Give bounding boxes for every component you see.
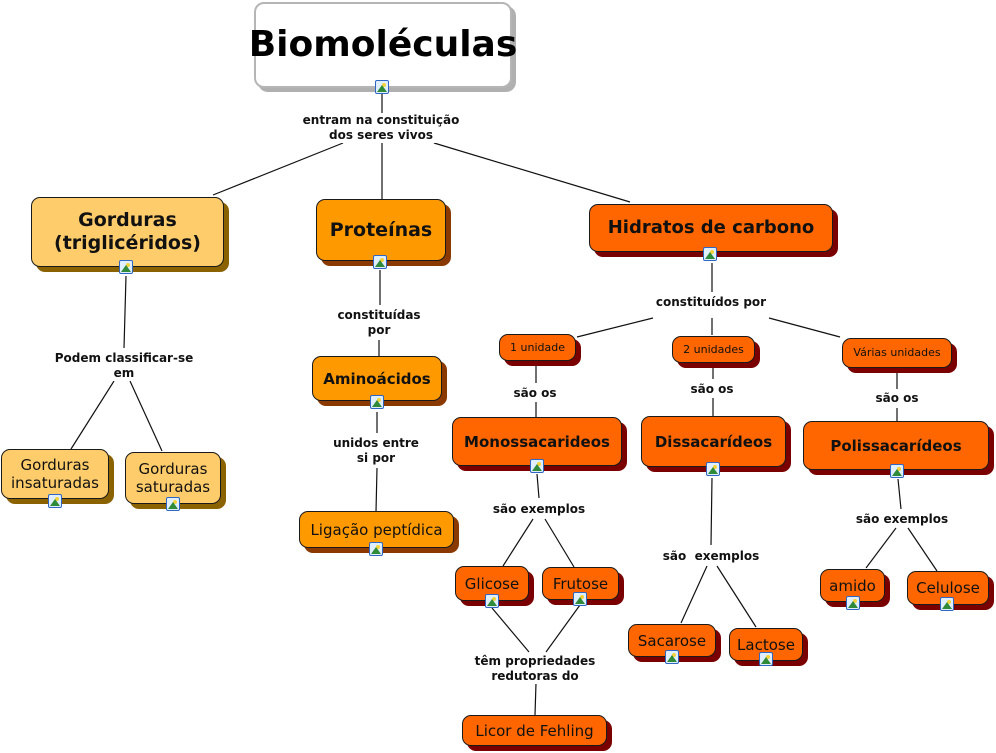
link-label-hidratos: constituídos por <box>653 295 769 310</box>
image-resource-icon[interactable] <box>759 652 773 666</box>
node-hidratos-de-carbono[interactable]: Hidratos de carbono <box>589 204 833 252</box>
connector <box>123 275 127 349</box>
image-resource-icon[interactable] <box>375 80 389 94</box>
connector <box>768 317 841 338</box>
connector <box>710 477 713 546</box>
node-monossacarideos[interactable]: Monossacarideos <box>452 417 622 466</box>
connector <box>70 380 115 450</box>
link-label-aminoacidos: unidos entre si por <box>331 436 421 466</box>
connector <box>375 467 378 513</box>
node-label: Ligação peptídica <box>310 520 443 539</box>
connector <box>502 518 534 567</box>
node-label: Hidratos de carbono <box>607 217 815 239</box>
node-licor-de-fehling[interactable]: Licor de Fehling <box>462 715 607 746</box>
node-label: Licor de Fehling <box>475 721 594 740</box>
link-label-monossacarideos: são exemplos <box>490 502 588 517</box>
image-resource-icon[interactable] <box>940 597 954 611</box>
connector <box>897 478 902 510</box>
image-resource-icon[interactable] <box>573 592 587 606</box>
node-label: 1 unidade <box>510 340 565 354</box>
node-proteinas[interactable]: Proteínas <box>316 199 446 261</box>
node-lactose[interactable]: Lactose <box>729 628 803 661</box>
node-frutose[interactable]: Frutose <box>542 567 619 600</box>
image-resource-icon[interactable] <box>706 462 720 476</box>
image-resource-icon[interactable] <box>890 464 904 478</box>
image-resource-icon[interactable] <box>119 260 133 274</box>
node-label: Gorduras saturadas <box>135 460 211 496</box>
node-label: Dissacarídeos <box>654 432 773 451</box>
image-resource-icon[interactable] <box>485 594 499 608</box>
node-2-unidades[interactable]: 2 unidades <box>672 336 755 363</box>
node-label: Lactose <box>737 635 795 654</box>
connector <box>491 607 530 653</box>
image-resource-icon[interactable] <box>846 596 860 610</box>
connector <box>534 682 537 716</box>
connector <box>536 473 540 499</box>
node-label: Gorduras insaturadas <box>11 456 99 492</box>
node-dissacarideos[interactable]: Dissacarídeos <box>641 416 786 467</box>
node-gorduras[interactable]: Gorduras (triglicéridos) <box>31 197 224 267</box>
connector <box>865 527 897 569</box>
connector <box>716 565 757 628</box>
node-aminoacidos[interactable]: Aminoácidos <box>312 356 442 401</box>
node-gorduras-insaturadas[interactable]: Gorduras insaturadas <box>1 449 109 499</box>
node-label: Glicose <box>464 574 520 593</box>
node-label: Gorduras (triglicéridos) <box>54 209 201 254</box>
root-title: Biomoléculas <box>248 24 518 66</box>
connector <box>212 142 344 196</box>
link-label-gorduras: Podem classificar-se em <box>52 351 196 381</box>
connector <box>576 317 654 338</box>
node-varias-unidades[interactable]: Várias unidades <box>842 338 952 368</box>
link-label-proteinas: constituídas por <box>335 308 423 338</box>
node-label: Frutose <box>552 574 609 593</box>
link-label-redutoras: têm propriedades redutoras do <box>472 654 598 684</box>
node-label: Celulose <box>916 579 980 597</box>
node-biomoleculas[interactable]: Biomoléculas <box>249 2 517 88</box>
node-label: Monossacarideos <box>464 432 610 451</box>
connector <box>680 565 708 624</box>
node-label: Proteínas <box>329 218 433 241</box>
link-label-1-unidade: são os <box>511 386 559 401</box>
link-label-dissacarideos: são exemplos <box>660 549 762 564</box>
image-resource-icon[interactable] <box>166 497 180 511</box>
node-label: Várias unidades <box>853 346 941 360</box>
connector <box>545 604 581 653</box>
link-label-varias-unidades: são os <box>873 391 921 406</box>
connector <box>544 518 575 568</box>
connector <box>907 527 938 572</box>
node-1-unidade[interactable]: 1 unidade <box>499 334 576 361</box>
image-resource-icon[interactable] <box>370 395 384 409</box>
connector <box>433 142 631 203</box>
node-label: Sacarose <box>637 631 707 650</box>
node-label: amido <box>829 576 876 595</box>
link-label-polissacarideos: são exemplos <box>853 512 951 527</box>
image-resource-icon[interactable] <box>369 542 383 556</box>
node-label: Aminoácidos <box>323 369 431 388</box>
image-resource-icon[interactable] <box>48 494 62 508</box>
node-label: Polissacarídeos <box>830 436 962 455</box>
image-resource-icon[interactable] <box>373 255 387 269</box>
node-gorduras-saturadas[interactable]: Gorduras saturadas <box>125 452 221 504</box>
link-label-root: entram na constituição dos seres vivos <box>300 113 462 143</box>
image-resource-icon[interactable] <box>665 650 679 664</box>
link-label-2-unidades: são os <box>688 382 736 397</box>
image-resource-icon[interactable] <box>703 247 717 261</box>
connector <box>129 380 163 452</box>
image-resource-icon[interactable] <box>530 459 544 473</box>
node-polissacarideos[interactable]: Polissacarídeos <box>803 421 989 470</box>
node-label: 2 unidades <box>683 342 744 356</box>
